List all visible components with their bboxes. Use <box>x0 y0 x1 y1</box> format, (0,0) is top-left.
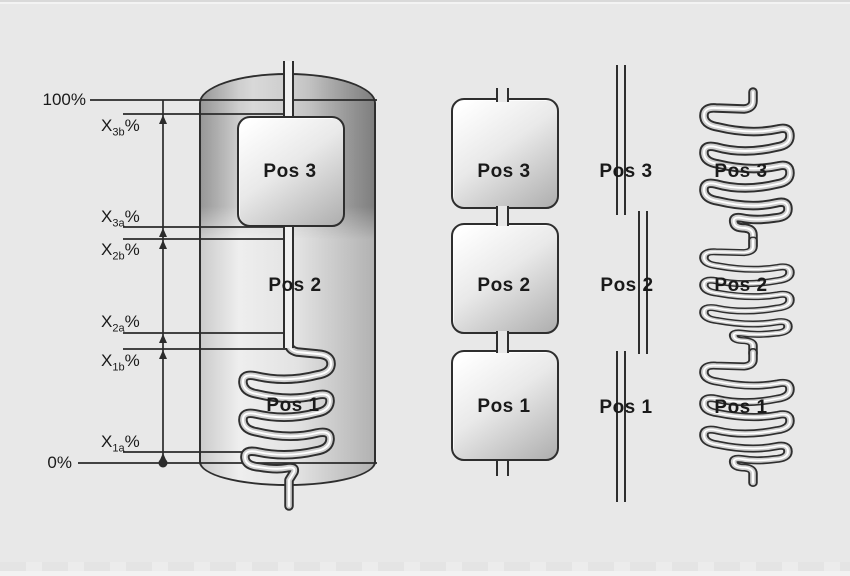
axis-label: X1b% <box>101 351 140 374</box>
coil-label-pos3: Pos 3 <box>714 161 768 182</box>
axis-label: 100% <box>42 90 87 109</box>
axis-label: 0% <box>47 453 72 472</box>
tank-sensor-box-pos3 <box>237 116 345 227</box>
top-edge-highlight <box>0 2 850 4</box>
top-edge-line <box>0 0 850 2</box>
axis-lines <box>78 99 377 468</box>
pipe-label-pos2: Pos 2 <box>600 275 654 296</box>
box-stub-2-1 <box>496 331 509 353</box>
bottom-filmstrip <box>0 562 850 571</box>
pipe-label-pos3: Pos 3 <box>599 161 653 182</box>
axis-label: X3a% <box>101 207 140 230</box>
tank-label-pos3: Pos 3 <box>263 161 317 182</box>
dimension-arrow-icon <box>159 240 167 249</box>
axis-label: X1a% <box>101 432 140 455</box>
box-stub-top <box>496 88 509 102</box>
pipe-pos1 <box>616 351 626 502</box>
tank-coil-pos1 <box>243 338 331 506</box>
box-stub-3-2 <box>496 206 509 226</box>
box-pos3 <box>451 98 559 209</box>
dimension-arrow-icon <box>159 115 167 124</box>
tank-label-pos1: Pos 1 <box>266 395 320 416</box>
axis-label: X2a% <box>101 312 140 335</box>
dimension-dot-icon <box>158 458 168 468</box>
box-label-pos3: Pos 3 <box>477 161 531 182</box>
dimension-arrow-icon <box>159 350 167 359</box>
axis-label: X2b% <box>101 240 140 263</box>
coil-label-pos2: Pos 2 <box>714 275 768 296</box>
tank-top-pipe <box>283 61 294 118</box>
box-stub-bottom <box>496 461 509 476</box>
bottom-edge-line <box>0 571 850 576</box>
box-label-pos2: Pos 2 <box>477 275 531 296</box>
dimension-arrow-icon <box>159 228 167 237</box>
coil-label-pos1: Pos 1 <box>714 397 768 418</box>
box-label-pos1: Pos 1 <box>477 396 531 417</box>
box-pos1 <box>451 350 559 461</box>
tank-center-pipe <box>283 221 294 348</box>
pipe-pos3 <box>616 65 626 215</box>
axis-label: X3b% <box>101 116 140 139</box>
pipe-pos2 <box>638 211 648 354</box>
pipe-label-pos1: Pos 1 <box>599 397 653 418</box>
tank-label-pos2: Pos 2 <box>268 275 322 296</box>
dimension-arrow-icon <box>159 334 167 343</box>
box-pos2 <box>451 223 559 334</box>
